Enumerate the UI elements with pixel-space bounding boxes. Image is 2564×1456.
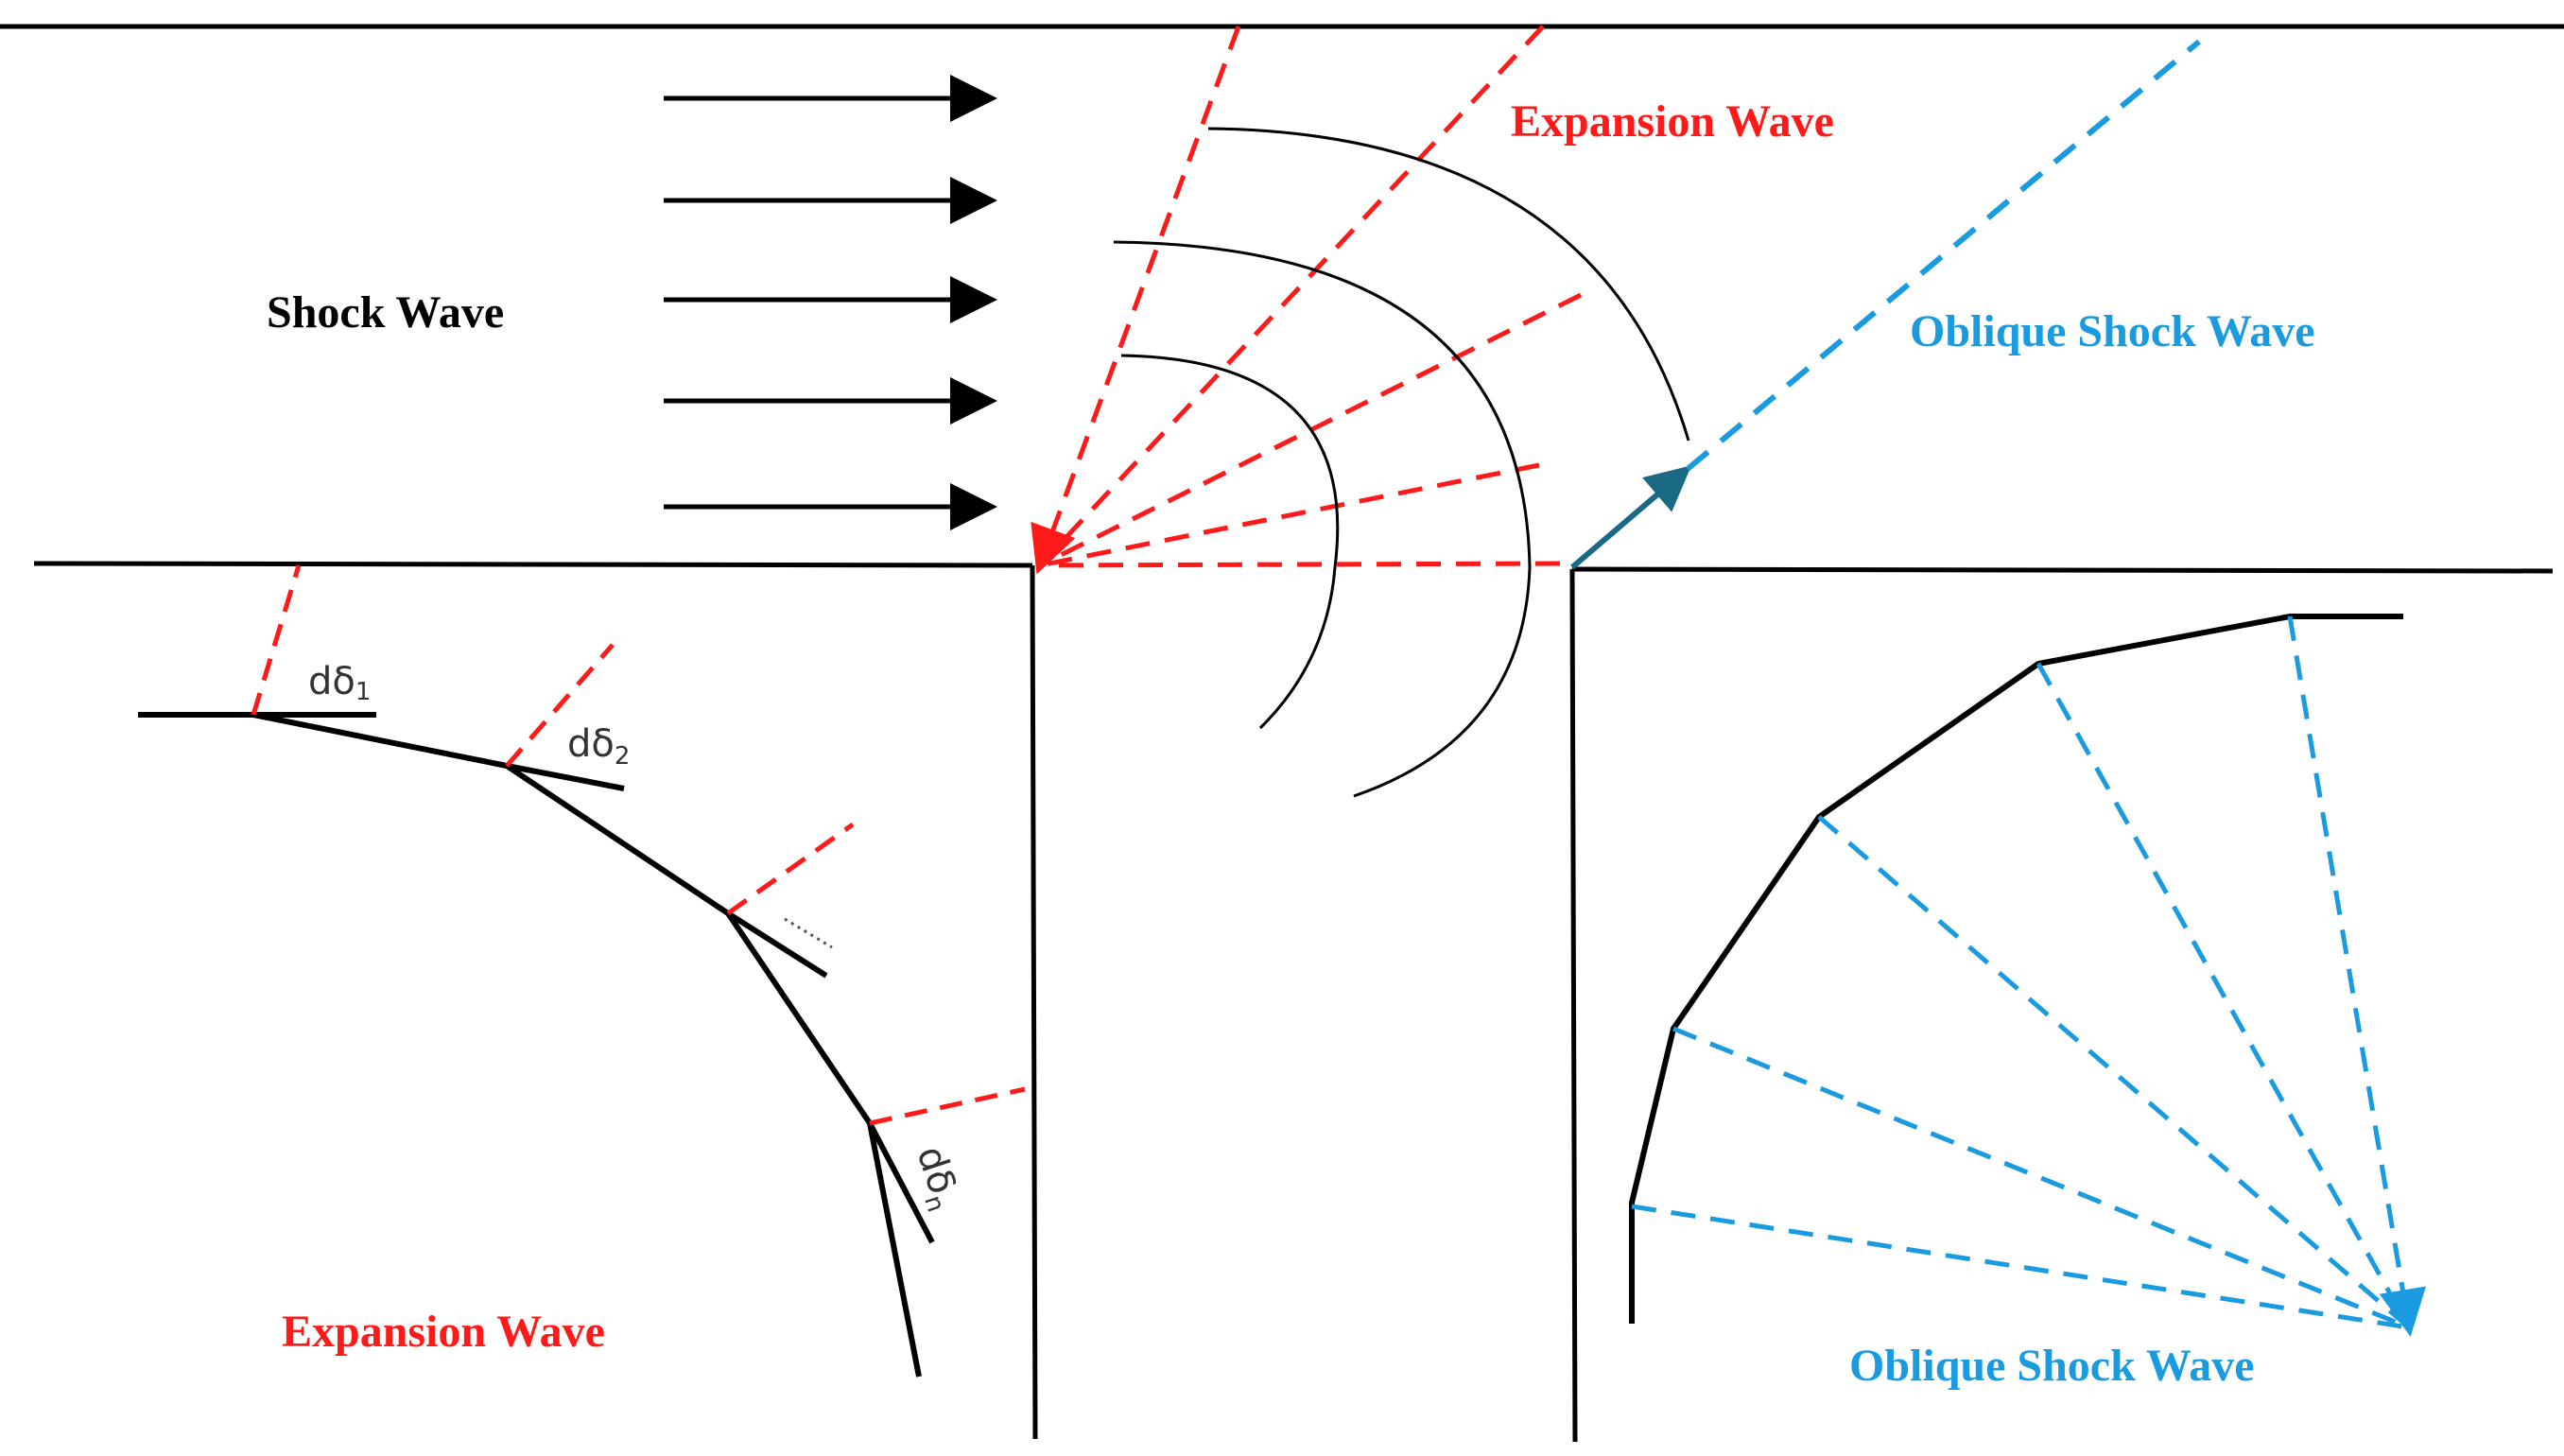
oblique-shock-ray — [2036, 662, 2412, 1329]
oblique-shock-line — [1686, 39, 2201, 472]
channel-walls — [0, 24, 2564, 1443]
label-expansion-wave-bottom: Expansion Wave — [282, 1307, 605, 1357]
oblique-shock-ray — [1631, 1204, 2410, 1330]
corner-arrow — [1570, 465, 1692, 570]
wave-arc-middle — [1113, 240, 1532, 798]
oblique-shock-ray — [2287, 615, 2427, 1337]
oblique-shock-top — [1570, 39, 2201, 570]
flow-arrows — [664, 75, 997, 530]
wave-front-arcs — [1113, 127, 1690, 798]
step-wall-left — [1030, 564, 1038, 1440]
label-d-delta-2: dδ2 — [567, 722, 630, 771]
oblique-shock-ray — [1817, 815, 2411, 1329]
wave-arc-outer — [1207, 127, 1690, 442]
expansion-mach-line — [251, 564, 302, 716]
expansion-mach-line — [726, 822, 855, 916]
expansion-ray — [1039, 561, 1561, 568]
expansion-fan — [1031, 25, 1583, 575]
convex-wall — [252, 712, 922, 1378]
oblique-shock-ray — [1672, 1026, 2410, 1330]
step-wall-right — [1569, 568, 1578, 1443]
expansion-mach-line — [505, 643, 615, 768]
label-expansion-wave-top: Expansion Wave — [1511, 96, 1834, 147]
bottom-wall-left — [33, 561, 1033, 568]
label-oblique-shock-wave-top: Oblique Shock Wave — [1910, 306, 2315, 356]
expansion-corner — [138, 564, 1026, 1378]
expansion-ray — [1038, 25, 1545, 567]
tangent-stub — [506, 763, 625, 791]
expansion-mach-line — [869, 1086, 1026, 1126]
label-d-delta-1: dδ1 — [308, 660, 371, 706]
label-shock-wave: Shock Wave — [267, 287, 504, 338]
tangent-stub — [726, 910, 828, 979]
expansion-ray — [1039, 462, 1540, 568]
compression-corner — [1629, 614, 2427, 1337]
wave-arc-inner — [1120, 354, 1340, 730]
ellipsis-dots — [784, 917, 833, 949]
concave-wall — [1629, 614, 2403, 1324]
bottom-wall-right — [1571, 566, 2554, 574]
label-oblique-shock-wave-bottom: Oblique Shock Wave — [1849, 1341, 2255, 1391]
tangent-stub — [867, 1121, 935, 1244]
expansion-ray — [1031, 26, 1241, 575]
